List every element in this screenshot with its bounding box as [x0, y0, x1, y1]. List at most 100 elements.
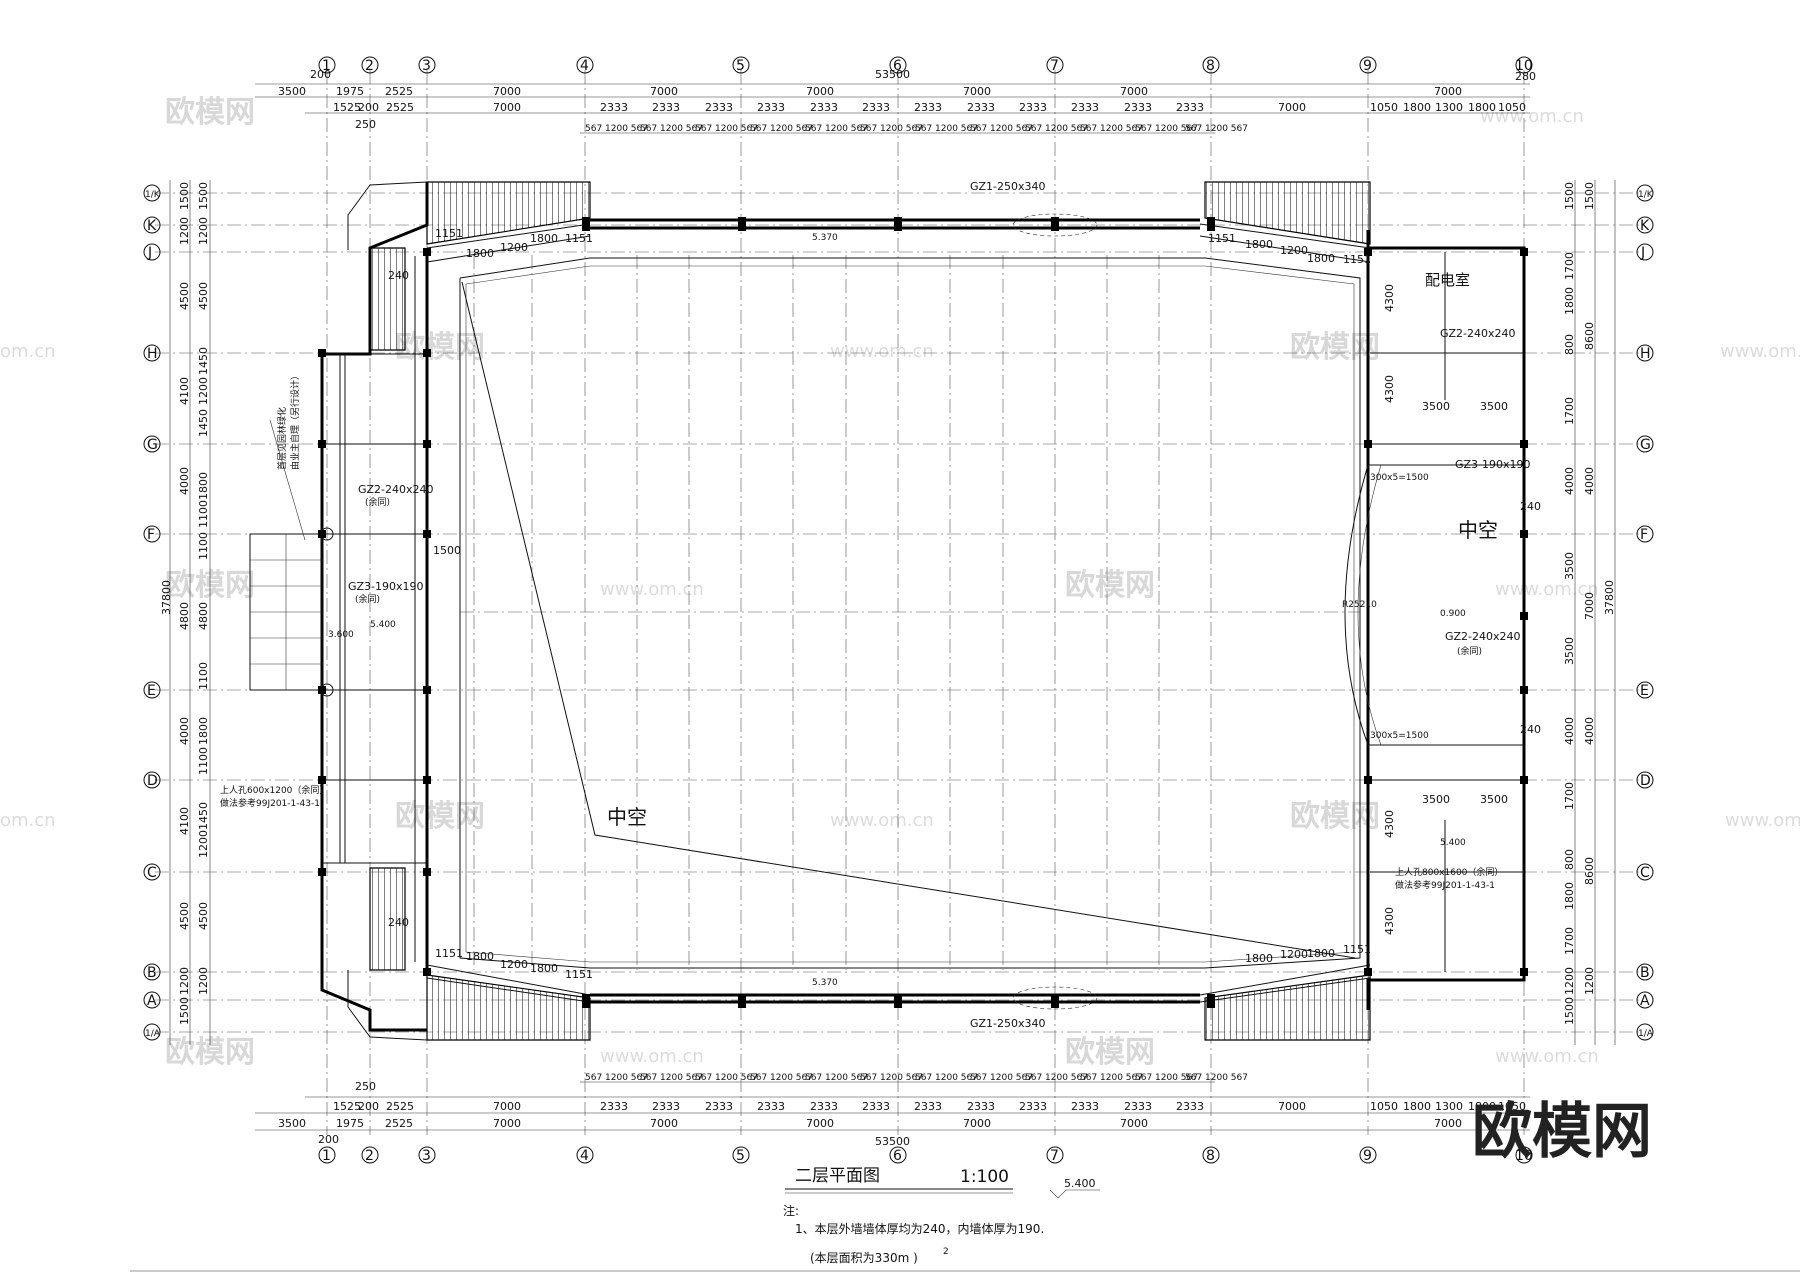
axis-label: K: [1640, 218, 1650, 234]
dimension-text: 1800: [197, 472, 210, 500]
axis-label: E: [1640, 683, 1649, 699]
dimension-text: 4000: [1583, 467, 1596, 495]
column-label: GZ3-190x190: [1455, 458, 1531, 471]
column-label: GZ1-250x340: [970, 180, 1046, 193]
axis-label: 1: [322, 58, 331, 74]
title-block: 二层平面图 1:100 5.400 注: 1、本层外墙墙体厚均为240，内墙体厚…: [130, 1166, 1800, 1272]
dimension-text: 1200: [1583, 967, 1596, 995]
dimension-text: 2525: [385, 1117, 413, 1130]
dimension-text: 567 1200 567: [805, 124, 868, 134]
dimension-text: 1800: [197, 717, 210, 745]
dimension-text: 4300: [1383, 907, 1396, 935]
dimension-text: 1151: [565, 968, 593, 981]
dimension-text: 1800: [466, 950, 494, 963]
watermark-text: 欧模网: [1290, 799, 1380, 834]
dimension-text: 7000: [1278, 101, 1306, 114]
column: [1364, 248, 1372, 256]
dimension-text: 7000: [1434, 1117, 1462, 1130]
dimension-text: 2333: [862, 1100, 890, 1113]
axis-bubbles-top: 1 2 3 4 5 6 7 8 9 10: [318, 56, 1533, 74]
dimension-text: 4500: [197, 902, 210, 930]
dimension-text: 2333: [757, 101, 785, 114]
dimension-text: 1700: [1563, 397, 1576, 425]
dimension-text: 567 1200 567: [1185, 1073, 1248, 1083]
dimension-text: 1151: [1343, 943, 1371, 956]
dimension-text: 1050: [1498, 1100, 1526, 1113]
axis-bubbles-left: 1/K K J H G F E D C B A 1/A: [143, 184, 161, 1041]
dimension-text: 2333: [1071, 1100, 1099, 1113]
axis-label: C: [147, 865, 157, 881]
dimension-text: 567 1200 567: [970, 1073, 1033, 1083]
dimension-text: 1800: [1245, 238, 1273, 251]
dimension-text: 3500: [1563, 637, 1576, 665]
column: [582, 217, 590, 231]
dimension-text: 1500: [178, 182, 191, 210]
axis-label: 1/A: [1638, 1029, 1654, 1039]
axis-label: B: [147, 965, 157, 981]
column: [1364, 440, 1372, 448]
hatch-note: 上人孔800x1600（余同）: [1395, 866, 1503, 878]
dimension-text: 1100: [197, 532, 210, 560]
dimension-text: 1100: [197, 662, 210, 690]
column-label: GZ2-240x240: [1440, 327, 1516, 340]
column: [423, 968, 431, 976]
annotations: GZ1-250x340 GZ1-250x340 GZ2-240x240 (余同)…: [220, 180, 1541, 1030]
dimension-text: 2333: [914, 101, 942, 114]
column-label: GZ2-240x240: [358, 483, 434, 496]
stair-note: 首层见园林绿化: [276, 407, 288, 470]
dimension-text: 2333: [600, 1100, 628, 1113]
dimension-text: 4000: [1563, 717, 1576, 745]
dimension-text: 3500: [278, 85, 306, 98]
dimension-text: 567 1200 567: [1135, 1073, 1198, 1083]
column-label: GZ3-190x190: [348, 580, 424, 593]
dimension-text: 1800: [1403, 1100, 1431, 1113]
column: [1520, 776, 1528, 784]
dimension-text: 2333: [1019, 1100, 1047, 1113]
axis-label: 1/K: [1638, 190, 1654, 200]
dimension-text: 1300: [1435, 1100, 1463, 1113]
left-dimensions: 37800 1500 1200 4500 4100 4000 4800 4000…: [160, 180, 211, 1045]
dimension-text: 2525: [386, 1100, 414, 1113]
dimension-text: 2333: [914, 1100, 942, 1113]
dimension-text: 7000: [650, 85, 678, 98]
dimension-text: 200: [358, 101, 379, 114]
void-label: 中空: [607, 805, 647, 829]
dimension-text: 1800: [1468, 101, 1496, 114]
dimension-text: 2333: [967, 1100, 995, 1113]
dimension-text: 7000: [1434, 85, 1462, 98]
watermark-url: www.om.cn: [1480, 106, 1584, 127]
elevation: 5.370: [812, 233, 838, 243]
axis-label: 9: [1363, 1148, 1372, 1164]
watermark-text: 欧模网: [1290, 330, 1380, 365]
dimension-text: 1151: [1343, 253, 1371, 266]
dimension-text: 1151: [1208, 232, 1236, 245]
dimension-text: 567 1200 567: [695, 1073, 758, 1083]
note-line: 1、本层外墙墙体厚均为240，内墙体厚为190.: [795, 1222, 1044, 1236]
dimension-text: 2333: [705, 1100, 733, 1113]
detail-callout: [1012, 213, 1098, 237]
dimension-text: 240: [1520, 500, 1541, 513]
axis-label: J: [1640, 245, 1645, 261]
hatch-note: 上人孔600x1200（余同）: [220, 784, 328, 796]
dimension-text: 3500: [1422, 400, 1450, 413]
dimension-text: 280: [1515, 70, 1536, 83]
dimension-text: 1100: [197, 500, 210, 528]
column: [1364, 968, 1372, 976]
dimension-text: 240: [388, 269, 409, 282]
axis-label: D: [1640, 773, 1651, 789]
stair-note: 由业主自理（另行设计）: [289, 371, 301, 470]
dimension-text: 7000: [806, 85, 834, 98]
dimension-text: 2333: [1124, 101, 1152, 114]
axis-label: 8: [1206, 58, 1215, 74]
dimension-text: 4100: [178, 377, 191, 405]
dimension-text: 240: [1520, 723, 1541, 736]
dimension-text: 7000: [493, 85, 521, 98]
dimension-text: 2333: [652, 101, 680, 114]
dimension-text: 567 1200 567: [1135, 124, 1198, 134]
column: [423, 776, 431, 784]
dimension-text: 1800: [1563, 287, 1576, 315]
column: [738, 994, 746, 1008]
dimension-text: 4000: [178, 717, 191, 745]
dimension-text: 4300: [1383, 284, 1396, 312]
